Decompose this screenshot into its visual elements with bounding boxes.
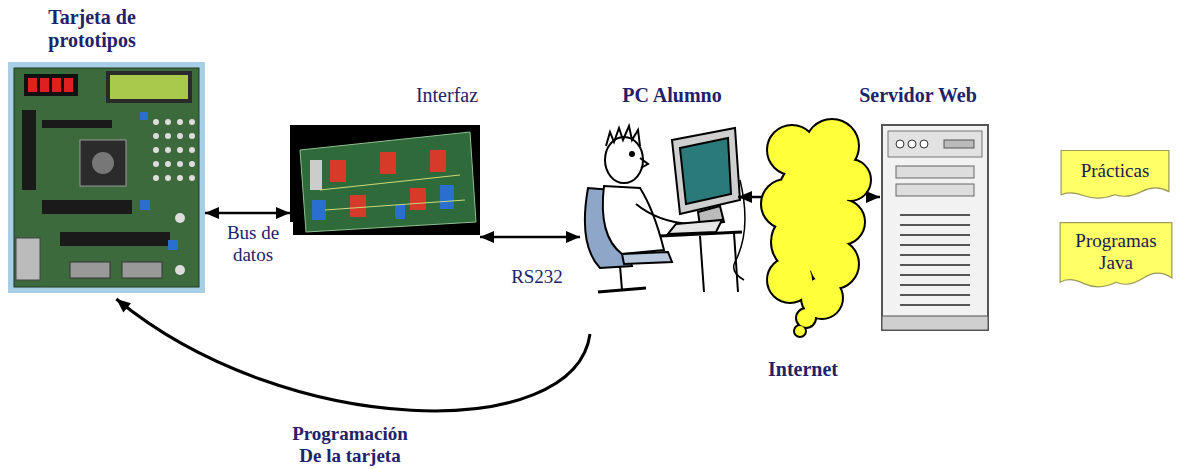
student-pc-node: PC Alumno — [580, 118, 738, 330]
document-node: Prácticas — [1060, 150, 1170, 202]
arrow-head — [205, 207, 219, 219]
arrow-head — [738, 191, 752, 203]
web-server-node: Servidor Web — [880, 125, 990, 330]
edge-label: Bus de datos — [213, 222, 293, 266]
arrow-head — [276, 207, 290, 219]
document-outline — [1060, 223, 1172, 287]
node-heading: Interfaz — [387, 84, 507, 107]
curved-arrow — [116, 299, 590, 411]
document-outline — [1061, 151, 1169, 199]
internet-cloud — [762, 120, 870, 336]
connector-arrow — [866, 191, 880, 203]
document-node: Programas Java — [1059, 222, 1173, 292]
arrow-head — [116, 299, 131, 313]
internet-node: Internet — [762, 120, 866, 332]
arrow-head — [480, 231, 494, 243]
document-text: Prácticas — [1081, 160, 1150, 182]
document-text: Programas Java — [1064, 230, 1168, 274]
arrow-head — [566, 231, 580, 243]
student-pc-picture — [585, 126, 745, 292]
interface-picture — [290, 125, 480, 235]
edge-label: RS232 — [492, 266, 582, 288]
node-heading: Servidor Web — [833, 84, 1003, 107]
arrow-head — [866, 191, 880, 203]
connector-arrow — [205, 207, 290, 219]
connector-arrow — [738, 191, 762, 203]
edge-label: Programación De la tarjeta — [278, 423, 423, 467]
board-node: Tarjeta de prototipos — [8, 62, 205, 293]
server-picture — [882, 125, 988, 330]
interface-node: Interfaz — [290, 125, 480, 235]
connector-arrow — [480, 231, 580, 243]
connector-line — [116, 299, 590, 411]
node-heading: PC Alumno — [592, 84, 752, 107]
connector-line — [480, 236, 580, 239]
board-picture — [8, 62, 205, 293]
node-heading: Internet — [743, 358, 863, 381]
node-heading: Tarjeta de prototipos — [27, 6, 157, 52]
